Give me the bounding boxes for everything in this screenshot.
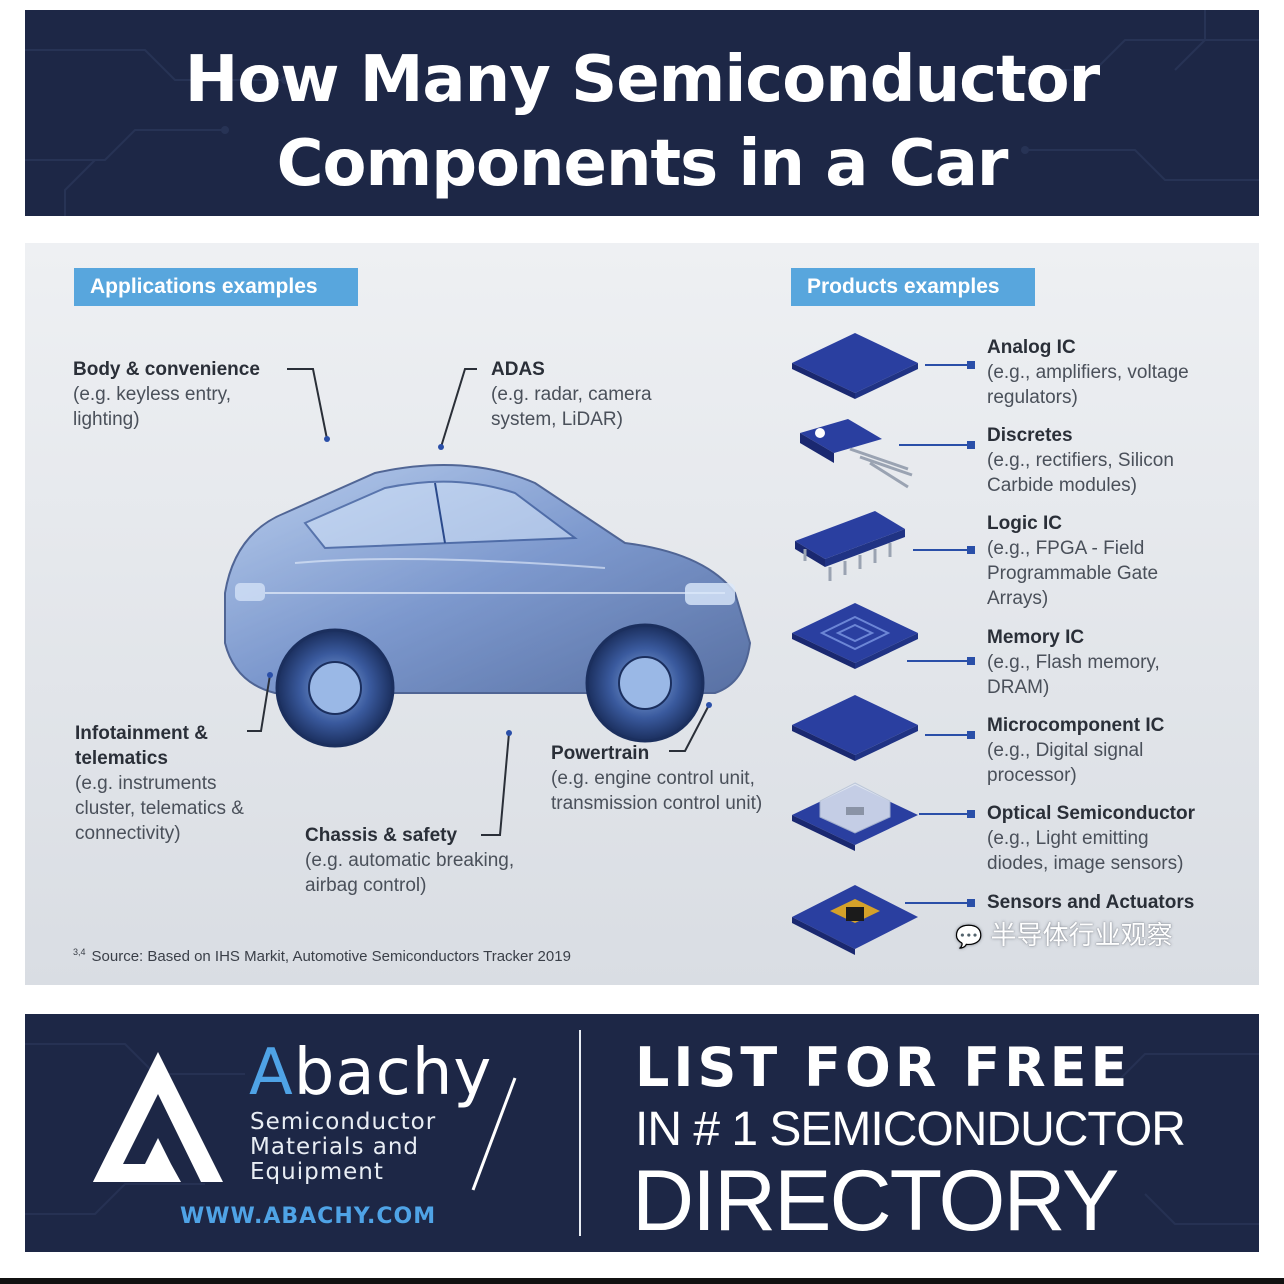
product-desc: Programmable Gate — [987, 563, 1159, 584]
bottom-border — [0, 1278, 1284, 1284]
app-desc: connectivity) — [75, 823, 181, 844]
product-logic-ic: Logic IC (e.g., FPGA - Field Programmabl… — [987, 511, 1249, 611]
app-title: Powertrain — [551, 743, 650, 764]
products-tag: Products examples — [791, 268, 1035, 306]
source-text: Source: Based on IHS Markit, Automotive … — [91, 948, 571, 965]
abachy-logo-icon — [93, 1052, 223, 1182]
product-desc: (e.g., Flash memory, — [987, 652, 1160, 673]
app-title: telematics — [75, 748, 168, 769]
product-title: Sensors and Actuators — [987, 892, 1195, 913]
product-desc: (e.g., Digital signal — [987, 740, 1144, 761]
app-title: Infotainment & — [75, 723, 208, 744]
app-desc: (e.g. engine control unit, — [551, 768, 755, 789]
brand-tagline: Semiconductor Materials and Equipment — [250, 1110, 490, 1185]
app-desc: system, LiDAR) — [491, 409, 623, 430]
product-memory-ic: Memory IC (e.g., Flash memory, DRAM) — [987, 625, 1249, 700]
tagline-line: Equipment — [250, 1159, 384, 1185]
product-title: Memory IC — [987, 627, 1085, 648]
optical-semiconductor-chip-icon — [792, 782, 918, 851]
circuit-pattern — [25, 10, 1259, 216]
brand-rest: bachy — [293, 1036, 493, 1110]
sensors-actuators-chip-icon — [792, 885, 918, 955]
vertical-divider — [579, 1030, 581, 1236]
product-title: Discretes — [987, 425, 1073, 446]
title-line-2: Components in a Car — [276, 127, 1009, 201]
circuit-pattern — [25, 1043, 1259, 1225]
app-desc: (e.g. radar, camera — [491, 384, 652, 405]
logic-ic-chip-icon — [795, 511, 905, 581]
cta-directory: DIRECTORY — [632, 1153, 1119, 1249]
product-desc: processor) — [987, 765, 1077, 786]
tagline-line: Semiconductor — [250, 1109, 437, 1135]
app-desc: airbag control) — [305, 875, 427, 896]
app-body-convenience: Body & convenience (e.g. keyless entry, … — [73, 357, 260, 432]
microcomponent-ic-chip-icon — [792, 695, 918, 761]
memory-ic-chip-icon — [792, 603, 918, 669]
product-title: Optical Semiconductor — [987, 803, 1195, 824]
app-desc: lighting) — [73, 409, 140, 430]
product-desc: diodes, image sensors) — [987, 853, 1184, 874]
footer-banner: Abachy Semiconductor Materials and Equip… — [25, 1014, 1259, 1252]
product-desc: (e.g., Light emitting — [987, 828, 1149, 849]
title-line-1: How Many Semiconductor — [184, 43, 1100, 117]
app-desc: (e.g. instruments — [75, 773, 217, 794]
app-title: Body & convenience — [73, 359, 260, 380]
pointer-lines — [247, 361, 975, 907]
source-superscript: 3,4 — [73, 947, 86, 957]
cta-headline: LIST FOR FREE — [635, 1036, 1132, 1099]
product-analog-ic: Analog IC (e.g., amplifiers, voltage reg… — [987, 335, 1249, 410]
product-desc: Arrays) — [987, 588, 1049, 609]
watermark-text: 半导体行业观察 — [990, 921, 1173, 951]
app-desc: (e.g. automatic breaking, — [305, 850, 515, 871]
product-desc: Carbide modules) — [987, 475, 1137, 496]
car-xray-illustration — [224, 464, 752, 748]
product-desc: (e.g., rectifiers, Silicon — [987, 450, 1174, 471]
cta-subline: IN # 1 SEMICONDUCTOR — [635, 1103, 1186, 1156]
app-powertrain: Powertrain (e.g. engine control unit, tr… — [551, 741, 762, 816]
applications-tag: Applications examples — [74, 268, 358, 306]
source-note: 3,4 Source: Based on IHS Markit, Automoti… — [73, 947, 571, 965]
app-chassis-safety: Chassis & safety (e.g. automatic breakin… — [305, 823, 514, 898]
app-desc: transmission control unit) — [551, 793, 763, 814]
wechat-watermark: 💬 半导体行业观察 — [955, 915, 1173, 952]
header-banner: How Many Semiconductor Components in a C… — [25, 10, 1259, 216]
product-discretes: Discretes (e.g., rectifiers, Silicon Car… — [987, 423, 1249, 498]
tagline-line: Materials and — [250, 1134, 420, 1160]
product-optical-semiconductor: Optical Semiconductor (e.g., Light emitt… — [987, 801, 1249, 876]
brand-initial: A — [249, 1036, 294, 1110]
product-title: Logic IC — [987, 513, 1062, 534]
product-title: Microcomponent IC — [987, 715, 1165, 736]
product-sensors-actuators: Sensors and Actuators — [987, 890, 1249, 915]
app-infotainment: Infotainment & telematics (e.g. instrume… — [75, 721, 244, 846]
analog-ic-chip-icon — [792, 333, 918, 399]
wechat-icon: 💬 — [955, 925, 983, 950]
brand-slash — [471, 1077, 517, 1191]
product-title: Analog IC — [987, 337, 1076, 358]
product-desc: DRAM) — [987, 677, 1050, 698]
product-desc: regulators) — [987, 387, 1078, 408]
product-desc: (e.g., amplifiers, voltage — [987, 362, 1189, 383]
discretes-chip-icon — [800, 419, 913, 489]
product-desc: (e.g., FPGA - Field — [987, 538, 1145, 559]
product-microcomponent-ic: Microcomponent IC (e.g., Digital signal … — [987, 713, 1249, 788]
app-desc: cluster, telematics & — [75, 798, 244, 819]
brand-name: Abachy — [249, 1036, 492, 1110]
infographic-panel: Applications examples Products examples — [25, 243, 1259, 985]
app-adas: ADAS (e.g. radar, camera system, LiDAR) — [491, 357, 652, 432]
page-title: How Many Semiconductor Components in a C… — [25, 38, 1259, 206]
app-title: ADAS — [491, 359, 545, 380]
app-desc: (e.g. keyless entry, — [73, 384, 232, 405]
app-title: Chassis & safety — [305, 825, 458, 846]
website-link[interactable]: WWW.ABACHY.COM — [180, 1204, 437, 1229]
